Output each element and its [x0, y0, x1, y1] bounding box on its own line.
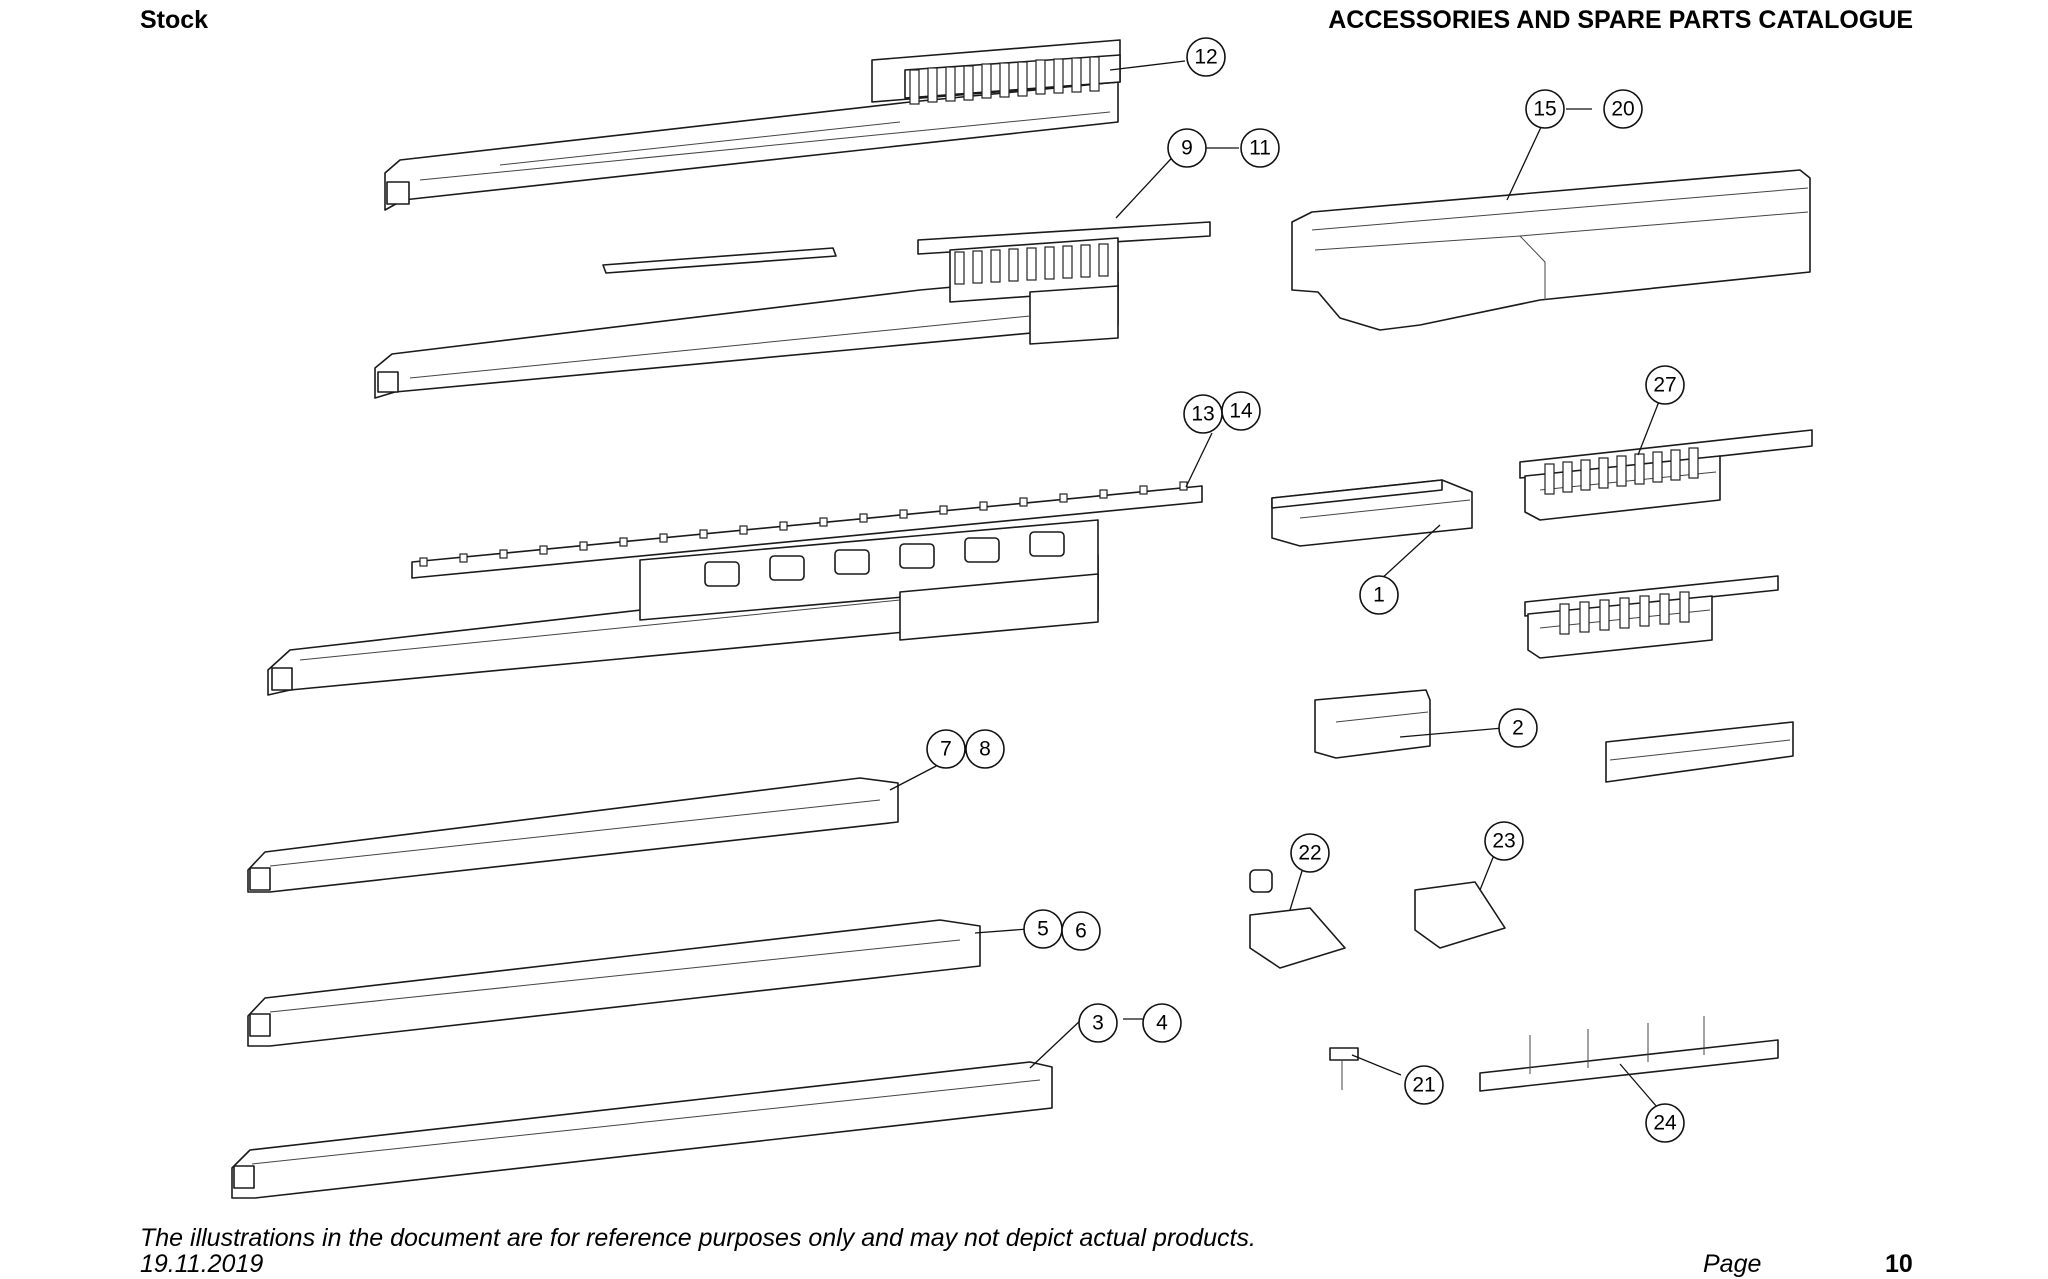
callout-11-label: 11 — [1249, 137, 1271, 160]
part-22-drawing — [1249, 869, 1346, 969]
part-12-drawing — [384, 39, 1121, 211]
callout-4-label: 4 — [1156, 1012, 1168, 1035]
callout-1: 1 — [1359, 575, 1399, 615]
part-27-rail-ribs — [1544, 447, 1699, 495]
part-2-drawing — [1314, 689, 1431, 759]
part-9-rail-ribs — [954, 243, 1109, 285]
callout-6-label: 6 — [1075, 920, 1087, 943]
part-13-14-drawing — [267, 485, 1203, 696]
callout-11: 11 — [1240, 128, 1280, 168]
callout-8-label: 8 — [979, 738, 991, 761]
short-rail-drawing — [1605, 721, 1794, 783]
callout-3: 3 — [1078, 1003, 1118, 1043]
callout-12-label: 12 — [1194, 46, 1217, 69]
callout-14-label: 14 — [1229, 400, 1253, 423]
callout-15: 15 — [1525, 89, 1565, 129]
callout-9-label: 9 — [1181, 137, 1193, 160]
catalogue-title: ACCESSORIES AND SPARE PARTS CATALOGUE — [1328, 6, 1913, 34]
callout-21: 21 — [1404, 1065, 1444, 1105]
callout-1-label: 1 — [1373, 584, 1385, 607]
drawing-artwork — [231, 39, 1813, 1199]
callout-5-label: 5 — [1037, 918, 1049, 941]
part-23-drawing — [1414, 881, 1506, 949]
callout-21-label: 21 — [1412, 1074, 1435, 1097]
callout-5: 5 — [1023, 909, 1063, 949]
callout-24: 24 — [1645, 1103, 1685, 1143]
callout-20-label: 20 — [1611, 98, 1634, 121]
callout-9: 9 — [1167, 128, 1207, 168]
callout-24-label: 24 — [1653, 1112, 1677, 1135]
callout-15-label: 15 — [1533, 98, 1556, 121]
rail-mount-ribs — [1559, 591, 1690, 635]
callout-13-label: 13 — [1191, 403, 1214, 426]
part-24-drawing — [1479, 1016, 1779, 1092]
leader-lines — [889, 60, 1661, 1108]
callout-2: 2 — [1498, 708, 1538, 748]
callout-22: 22 — [1290, 833, 1330, 873]
part-3-4-drawing — [231, 1061, 1053, 1199]
section-title: Stock — [140, 6, 209, 34]
callout-27: 27 — [1645, 365, 1685, 405]
callout-4: 4 — [1142, 1003, 1182, 1043]
part-7-8-drawing — [247, 777, 899, 893]
callout-12: 12 — [1186, 37, 1226, 77]
callout-14: 14 — [1221, 391, 1261, 431]
callout-22-label: 22 — [1298, 842, 1321, 865]
page-label: Page — [1703, 1250, 1762, 1278]
footer-disclaimer: The illustrations in the document are fo… — [140, 1224, 1256, 1252]
callout-7-label: 7 — [940, 738, 952, 761]
callout-2-label: 2 — [1512, 717, 1524, 740]
callout-3-label: 3 — [1092, 1012, 1104, 1035]
callout-7: 7 — [926, 729, 966, 769]
part-5-6-drawing — [247, 919, 981, 1047]
page-number: 10 — [1885, 1250, 1913, 1278]
part-1-drawing — [1271, 479, 1473, 547]
part-21-drawing — [1329, 1047, 1359, 1090]
callout-23: 23 — [1484, 821, 1524, 861]
callout-23-label: 23 — [1492, 830, 1515, 853]
part-12-rail-ribs — [909, 56, 1100, 105]
callout-27-label: 27 — [1653, 374, 1676, 397]
callout-8: 8 — [965, 729, 1005, 769]
callout-6: 6 — [1061, 911, 1101, 951]
callout-13: 13 — [1183, 394, 1223, 434]
callout-20: 20 — [1603, 89, 1643, 129]
part-15-20-drawing — [1291, 169, 1811, 331]
part-13-rail-ribs — [419, 481, 1188, 567]
footer-date: 19.11.2019 — [140, 1250, 264, 1278]
